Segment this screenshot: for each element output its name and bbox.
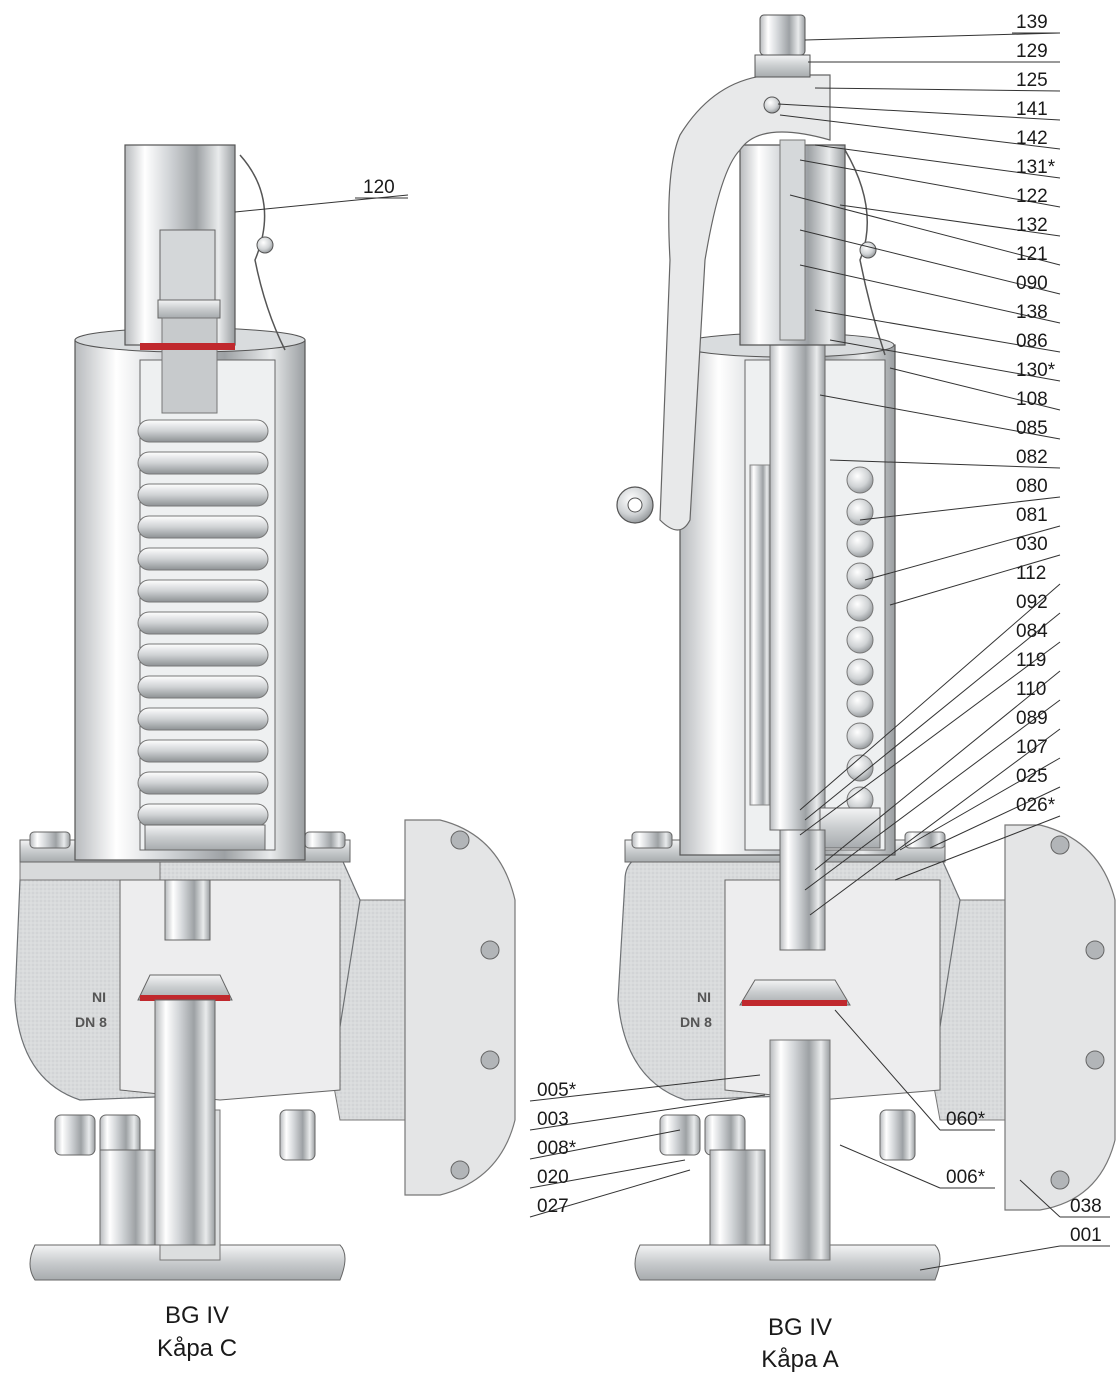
callout-027: 027 bbox=[537, 1196, 569, 1217]
caption-right-line1: BG IV bbox=[768, 1314, 832, 1341]
cap-right bbox=[616, 14, 886, 531]
callout-122: 122 bbox=[1016, 186, 1048, 207]
cap-nut bbox=[759, 14, 806, 56]
callout-141: 141 bbox=[1016, 99, 1048, 120]
callout-080: 080 bbox=[1016, 476, 1048, 497]
caption-left-line2: Kåpa C bbox=[157, 1335, 237, 1362]
valve-left: NI DN 8 bbox=[14, 144, 516, 1281]
callout-090: 090 bbox=[1016, 273, 1048, 294]
callout-086: 086 bbox=[1016, 331, 1048, 352]
seal-disc-left bbox=[140, 995, 230, 1001]
seal-wire-left bbox=[239, 154, 286, 351]
callouts-bottom-left: 005* 003 008* 020 027 bbox=[537, 1080, 577, 1217]
spring-left bbox=[137, 419, 269, 827]
seal-disc-right bbox=[742, 1000, 847, 1006]
callout-082: 082 bbox=[1016, 447, 1048, 468]
callout-110: 110 bbox=[1016, 679, 1046, 700]
spring-right bbox=[749, 464, 874, 814]
callout-119: 119 bbox=[1016, 650, 1046, 671]
callout-084: 084 bbox=[1016, 621, 1048, 642]
callout-138: 138 bbox=[1016, 302, 1048, 323]
caption-right-line2: Kåpa A bbox=[761, 1346, 838, 1373]
callout-092: 092 bbox=[1016, 592, 1048, 613]
callout-131: 131* bbox=[1016, 157, 1056, 178]
callout-142: 142 bbox=[1016, 128, 1048, 149]
callout-089: 089 bbox=[1016, 708, 1048, 729]
inlet-flange-right bbox=[634, 1039, 941, 1281]
valve-right: NI DN 8 bbox=[616, 14, 1116, 1281]
callout-030: 030 bbox=[1016, 534, 1048, 555]
seat-left bbox=[137, 879, 233, 1246]
callout-020: 020 bbox=[537, 1167, 569, 1188]
body-mark-r2: DN 8 bbox=[680, 1014, 712, 1030]
callout-132: 132 bbox=[1016, 215, 1048, 236]
body-mark-2: DN 8 bbox=[75, 1014, 107, 1030]
seat-right bbox=[739, 829, 851, 1006]
callout-125: 125 bbox=[1016, 70, 1048, 91]
body-mark-r1: NI bbox=[697, 989, 711, 1005]
caption-right: BG IV Kåpa A bbox=[761, 1314, 838, 1373]
body-mark-1: NI bbox=[92, 989, 106, 1005]
callout-060: 060* bbox=[946, 1109, 986, 1130]
callout-001: 001 bbox=[1070, 1225, 1102, 1246]
callout-121: 121 bbox=[1016, 244, 1048, 265]
callout-008: 008* bbox=[537, 1138, 577, 1159]
callouts-inner-right: 060* 006* bbox=[946, 1109, 986, 1188]
callouts-bottom-right: 038 001 bbox=[1070, 1196, 1102, 1246]
callout-139: 139 bbox=[1016, 12, 1048, 33]
callout-120: 120 bbox=[363, 177, 395, 198]
callout-112: 112 bbox=[1016, 563, 1046, 584]
callout-003: 003 bbox=[537, 1109, 569, 1130]
callout-107: 107 bbox=[1016, 737, 1048, 758]
callout-085: 085 bbox=[1016, 418, 1048, 439]
callout-025: 025 bbox=[1016, 766, 1048, 787]
callout-081: 081 bbox=[1016, 505, 1048, 526]
spring-housing-right bbox=[679, 332, 896, 856]
caption-left: BG IV Kåpa C bbox=[157, 1302, 237, 1362]
callout-108: 108 bbox=[1016, 389, 1048, 410]
callout-130: 130* bbox=[1016, 360, 1056, 381]
callouts-right-column: 139 129 125 141 142 131* 122 132 121 090… bbox=[1016, 12, 1056, 816]
callout-005: 005* bbox=[537, 1080, 577, 1101]
cap-left bbox=[124, 144, 286, 414]
callout-leaders bbox=[529, 32, 1110, 1271]
callout-129: 129 bbox=[1016, 41, 1048, 62]
caption-left-line1: BG IV bbox=[165, 1302, 229, 1329]
callout-026: 026* bbox=[1016, 795, 1056, 816]
callout-006: 006* bbox=[946, 1167, 986, 1188]
seal-ring-left bbox=[140, 343, 235, 350]
spring-housing-left bbox=[74, 327, 306, 861]
callout-038: 038 bbox=[1070, 1196, 1102, 1217]
